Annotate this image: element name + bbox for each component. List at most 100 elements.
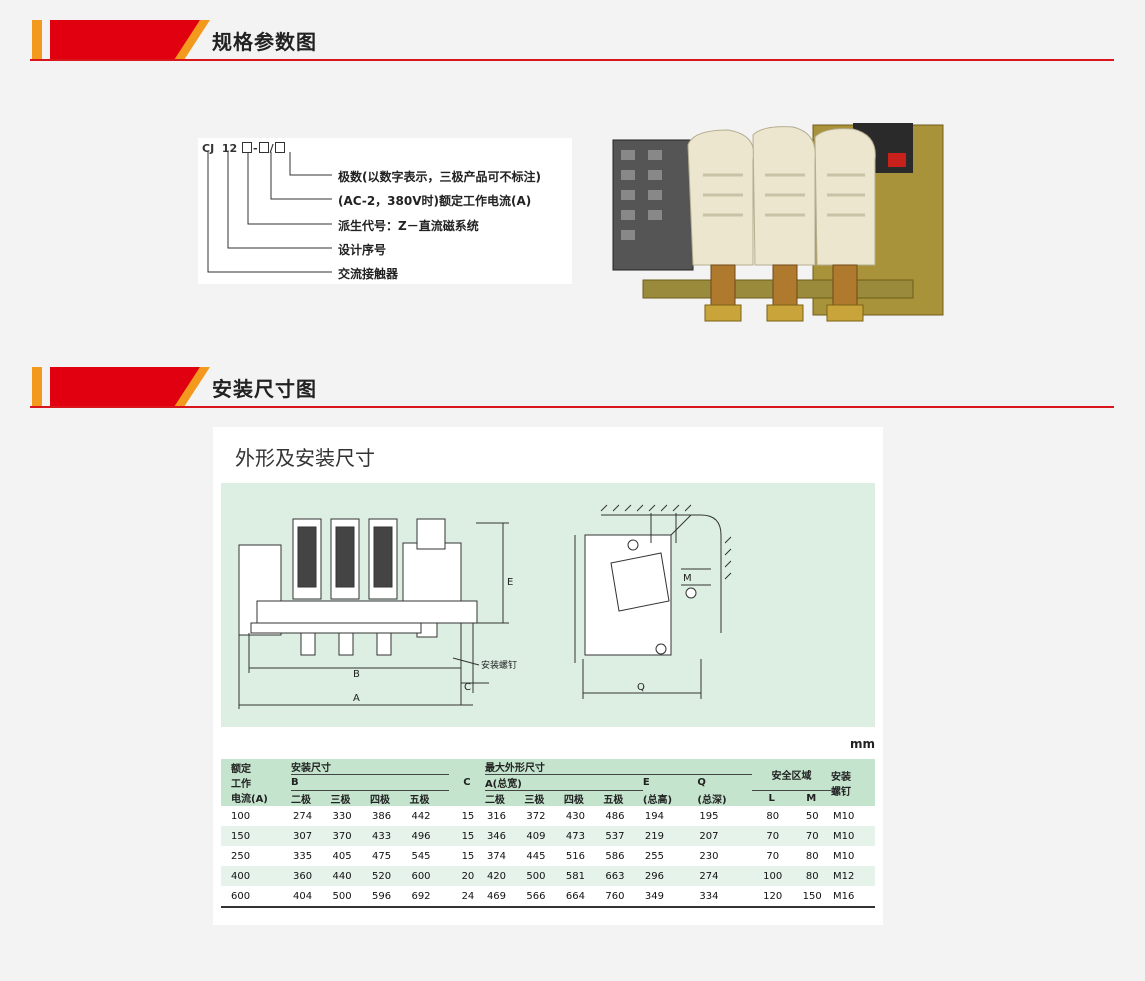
- table-cell: 372: [526, 810, 546, 822]
- unit-label: mm: [849, 737, 875, 751]
- table-cell: 15: [461, 850, 475, 862]
- table-cell: 296: [642, 866, 698, 886]
- table-cell: 537: [603, 826, 643, 846]
- table-cell: 120: [751, 886, 792, 908]
- code-item-derivative: 派生代号：Z－直流磁系统: [338, 219, 479, 233]
- code-placeholder-box: [258, 142, 269, 153]
- model-code-diagram: CJ 12 -/ 极数(以数字表示，三极产品可不标注) (AC-2，380V时)…: [198, 138, 572, 284]
- table-cell: 545: [411, 850, 431, 862]
- table-cell: 150: [221, 826, 291, 846]
- th-a: A(总宽): [484, 774, 643, 791]
- dimension-table: 额定 工作 电流(A) 安装尺寸 C 最大外形尺寸 安全区域 安装 螺钉 B A…: [221, 759, 875, 908]
- dimension-drawing: B A C E M Q 安装螺钉: [238, 504, 732, 709]
- table-cell: 486: [605, 810, 625, 822]
- table-cell: 496: [409, 826, 449, 846]
- dim-label-e: E: [507, 577, 513, 588]
- technical-drawing-panel: B A C E M Q 安装螺钉: [221, 483, 875, 727]
- table-cell: 596: [369, 886, 410, 908]
- header-rule: [30, 59, 1114, 61]
- table-cell: 360: [291, 866, 331, 886]
- th-q: Q: [697, 774, 752, 791]
- section-title: 安装尺寸图: [212, 377, 317, 401]
- dim-label-m: M: [683, 573, 692, 584]
- table-cell: 230: [699, 850, 719, 862]
- table-cell: 274: [293, 810, 313, 822]
- th-e: E: [642, 774, 698, 791]
- install-dimension-sheet: 外形及安装尺寸: [213, 427, 883, 925]
- table-cell: 600: [409, 866, 449, 886]
- table-cell: 195: [699, 810, 719, 822]
- table-cell: 219: [642, 826, 698, 846]
- th-c: C: [448, 759, 485, 806]
- section-title: 规格参数图: [212, 30, 317, 54]
- th-install: 安装尺寸: [291, 759, 449, 775]
- dim-label-c: C: [464, 682, 471, 693]
- table-cell: 692: [409, 886, 449, 908]
- table-cell: 400: [221, 866, 291, 886]
- table-cell: M12: [831, 866, 875, 886]
- table-cell: 663: [603, 866, 643, 886]
- table-cell: M10: [833, 850, 855, 862]
- table-cell: 335: [293, 850, 313, 862]
- table-cell: 50: [805, 810, 819, 822]
- table-cell: 80: [766, 810, 780, 822]
- code-cj: CJ: [202, 142, 215, 155]
- table-cell: 600: [221, 886, 291, 908]
- table-cell: 316: [486, 810, 507, 822]
- table-cell: 330: [332, 810, 352, 822]
- th-b: B: [291, 774, 449, 791]
- contactor-product-photo: [612, 123, 944, 322]
- table-cell: 442: [411, 810, 431, 822]
- table-cell: 516: [565, 850, 585, 862]
- table-cell: 370: [330, 826, 370, 846]
- table-cell: M16: [831, 886, 875, 908]
- table-cell: M10: [831, 826, 875, 846]
- table-cell: 404: [291, 886, 331, 908]
- table-cell: 473: [563, 826, 604, 846]
- table-cell: 566: [524, 886, 564, 908]
- table-cell: 500: [330, 886, 370, 908]
- header-red-banner: [50, 367, 200, 407]
- th-pole-2: 二极: [291, 790, 331, 806]
- table-cell: 409: [524, 826, 564, 846]
- code-placeholder-box: [242, 142, 252, 153]
- table-cell: 70: [751, 826, 792, 846]
- table-cell: 475: [371, 850, 392, 862]
- table-cell: 500: [524, 866, 564, 886]
- table-cell: 194: [644, 810, 664, 822]
- section-header-install: 安装尺寸图: [30, 367, 1114, 408]
- th-e-total: (总高): [642, 790, 698, 806]
- model-code-prefix: CJ 12 -/: [202, 142, 286, 155]
- table-cell: 433: [369, 826, 410, 846]
- dim-label-q: Q: [637, 682, 645, 693]
- dim-label-b: B: [353, 669, 360, 680]
- th-pole-5: 五极: [603, 790, 643, 806]
- table-cell: 15: [461, 810, 475, 822]
- th-pole-4: 四极: [369, 790, 410, 806]
- header-rule: [30, 406, 1114, 408]
- th-m: M: [791, 790, 831, 806]
- table-cell: 760: [603, 886, 643, 908]
- table-cell: 469: [484, 886, 525, 908]
- table-cell: 207: [697, 826, 752, 846]
- table-cell: 24: [448, 886, 485, 908]
- code-placeholder-box: [274, 142, 285, 153]
- table-cell: 445: [526, 850, 546, 862]
- table-cell: M10: [833, 810, 855, 822]
- code-sep-slash: /: [269, 142, 274, 155]
- th-q-total: (总深): [697, 790, 752, 806]
- table-cell: 100: [231, 810, 251, 822]
- table-cell: 440: [330, 866, 370, 886]
- header-accent-bar: [32, 367, 42, 407]
- code-sep-dash: -: [253, 142, 258, 155]
- section-header-spec: 规格参数图: [30, 20, 1114, 61]
- code-item-poles: 极数(以数字表示，三极产品可不标注): [338, 170, 541, 184]
- table-cell: 100: [751, 866, 792, 886]
- table-cell: 80: [805, 850, 819, 862]
- th-pole-3: 三极: [330, 790, 370, 806]
